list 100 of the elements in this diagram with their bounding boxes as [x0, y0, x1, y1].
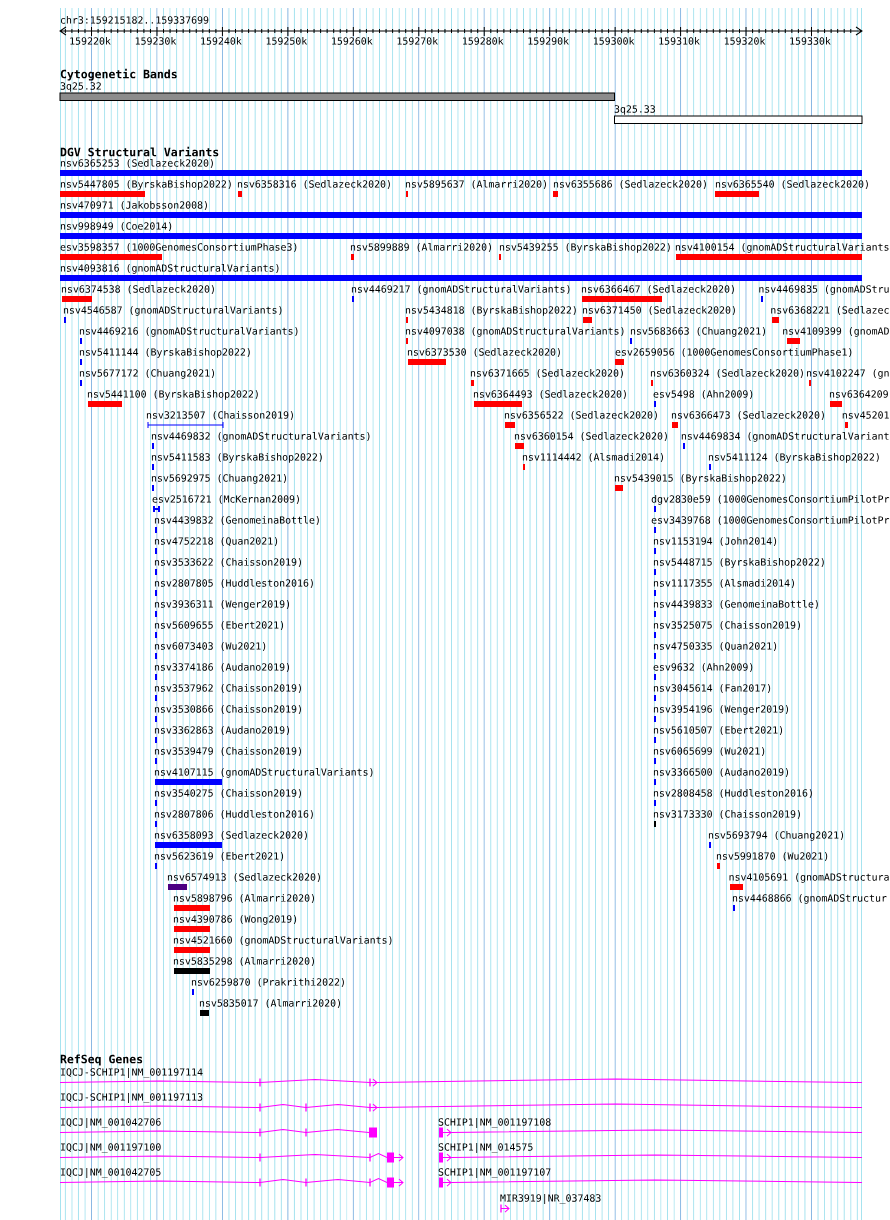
feature-label: nsv5835017 (Almarri2020): [199, 999, 340, 1008]
feature-label: nsv470971 (Jakobsson2008): [60, 201, 207, 210]
feature-label: dgv2830e59 (1000GenomesConsortiumPilotPr: [651, 495, 890, 505]
feature-label: nsv5898796 (Almarri2020): [173, 894, 314, 903]
tick-label: 159260k: [332, 37, 373, 45]
feature-label: nsv6360154 (Sedlazeck2020): [514, 432, 667, 441]
feature-label: nsv4107115 (gnomADStructuralVariants): [154, 768, 373, 778]
gene-label: SCHIP1|NM_001197107: [438, 1168, 551, 1178]
feature-label: nsv1114442 (Alsmadi2014): [522, 453, 663, 462]
feature-label: nsv5447805 (ByrskaBishop2022): [60, 180, 231, 190]
feature-label: nsv3173330 (Chaisson2019): [653, 810, 800, 819]
feature-label: nsv6358093 (Sedlazeck2020): [154, 831, 307, 840]
feature-label: nsv5677172 (Chuang2021): [79, 369, 214, 379]
feature-label: nsv5623619 (Ebert2021): [154, 852, 284, 861]
feature-label: nsv2808458 (Huddleston2016): [653, 789, 812, 798]
tick-label: 159310k: [659, 37, 700, 45]
band-label: 3q25.33: [614, 105, 655, 115]
gene-label: IQCJ|NM_001197100: [60, 1143, 161, 1153]
feature-label: nsv2807805 (Huddleston2016): [154, 579, 313, 588]
tick-label: 159290k: [528, 37, 569, 45]
feature-label: nsv1117355 (Alsmadi2014): [653, 579, 794, 588]
feature-label: nsv3954196 (Wenger2019): [653, 705, 788, 715]
feature-label: nsv4102247 (gn: [807, 369, 889, 379]
feature-label: nsv3525075 (Chaisson2019): [653, 621, 800, 630]
feature-label: nsv4468866 (gnomADStructur: [732, 894, 887, 904]
feature-label: nsv6371450 (Sedlazeck2020): [582, 306, 735, 315]
feature-label: nsv6373530 (Sedlazeck2020): [407, 348, 560, 357]
feature-label: nsv6574913 (Sedlazeck2020): [167, 873, 320, 882]
feature-label: nsv4105691 (gnomADStructura: [729, 873, 889, 883]
feature-label: nsv3533622 (Chaisson2019): [154, 558, 301, 567]
feature-label: nsv5439255 (ByrskaBishop2022): [499, 243, 670, 253]
gene-label: MIR3919|NR_037483: [500, 1194, 601, 1204]
feature-label: nsv6356522 (Sedlazeck2020): [504, 411, 657, 420]
tick-label: 159240k: [201, 37, 242, 45]
tick-label: 159230k: [135, 37, 177, 45]
feature-label: nsv4469216 (gnomADStructuralVariants): [79, 327, 298, 337]
feature-label: nsv4439832 (GenomeinaBottle): [154, 516, 319, 525]
gene-label: SCHIP1|NM_001197108: [438, 1118, 551, 1128]
tick-label: 159250k: [266, 37, 308, 45]
feature-label: nsv6355686 (Sedlazeck2020): [553, 180, 706, 189]
feature-label: nsv6364209: [829, 390, 888, 398]
feature-label: nsv2807806 (Huddleston2016): [154, 810, 313, 819]
gene-label: SCHIP1|NM_014575: [438, 1143, 533, 1153]
feature-label: nsv5991870 (Wu2021): [716, 852, 828, 861]
gene-label: IQCJ-SCHIP1|NM_001197113: [60, 1093, 203, 1103]
feature-label: nsv6073403 (Wu2021): [154, 642, 266, 651]
feature-label: nsv4752218 (Quan2021): [154, 537, 278, 546]
feature-label: nsv6365540 (Sedlazeck2020): [715, 180, 868, 189]
tick-label: 159270k: [397, 37, 438, 45]
feature-label: nsv6065699 (Wu2021): [653, 747, 765, 756]
feature-label: nsv3540275 (Chaisson2019): [154, 789, 301, 798]
feature-label: nsv3539479 (Chaisson2019): [154, 747, 301, 756]
feature-label: nsv4469835 (gnomADStru: [759, 285, 889, 295]
gene-label: IQCJ|NM_001042706: [60, 1118, 161, 1128]
gene-label: IQCJ-SCHIP1|NM_001197114: [60, 1068, 203, 1078]
feature-label: nsv5411144 (ByrskaBishop2022): [79, 348, 250, 358]
feature-label: nsv3374186 (Audano2019): [154, 663, 289, 672]
feature-label: nsv6368221 (Sedlazec: [771, 306, 889, 315]
feature-label: nsv4469834 (gnomADStructuralVariant: [681, 432, 889, 442]
feature-label: nsv3366500 (Audano2019): [653, 768, 788, 777]
feature-label: nsv6366467 (Sedlazeck2020): [581, 285, 734, 294]
feature-label: nsv5609655 (Ebert2021): [154, 621, 284, 630]
feature-label: nsv3045614 (Fan2017): [653, 684, 771, 693]
locus-label: chr3:159215182..159337699: [60, 16, 209, 24]
feature-label: nsv5441100 (ByrskaBishop2022): [87, 390, 258, 400]
track-title: RefSeq Genes: [60, 1054, 143, 1066]
feature-label: nsv3936311 (Wenger2019): [154, 600, 289, 610]
feature-label: nsv5835298 (Almarri2020): [173, 957, 314, 966]
tick-label: 159300k: [593, 37, 635, 45]
feature-label: esv2516721 (McKernan2009): [152, 495, 299, 504]
band-label: 3q25.32: [60, 82, 101, 92]
feature-label: nsv6364493 (Sedlazeck2020): [473, 390, 626, 399]
track-title: DGV Structural Variants: [60, 146, 219, 157]
feature-label: nsv45201: [842, 411, 889, 419]
feature-label: esv2659056 (1000GenomesConsortiumPhase1): [615, 348, 852, 357]
feature-label: nsv3537962 (Chaisson2019): [154, 684, 301, 693]
feature-label: nsv4390786 (Wong2019): [173, 915, 297, 925]
feature-label: nsv5899889 (Almarri2020): [350, 243, 491, 252]
feature-label: nsv5411124 (ByrskaBishop2022): [708, 453, 879, 463]
feature-label: nsv6371665 (Sedlazeck2020): [470, 369, 623, 378]
feature-label: nsv3362863 (Audano2019): [154, 726, 289, 735]
tick-label: 159280k: [463, 37, 504, 45]
feature-label: nsv4469832 (gnomADStructuralVariants): [151, 432, 370, 442]
feature-label: nsv3530866 (Chaisson2019): [154, 705, 301, 714]
feature-label: nsv5411583 (ByrskaBishop2022): [151, 453, 322, 463]
feature-label: nsv1153194 (John2014): [653, 537, 777, 546]
feature-label: nsv4750335 (Quan2021): [653, 642, 777, 651]
feature-label: nsv5434818 (ByrskaBishop2022): [405, 306, 576, 316]
feature-label: nsv5683663 (Chuang2021): [630, 327, 765, 337]
feature-label: nsv4093816 (gnomADStructuralVariants): [60, 264, 279, 274]
feature-label: nsv4546587 (gnomADStructuralVariants): [63, 306, 282, 316]
feature-label: nsv6358316 (Sedlazeck2020): [237, 180, 390, 189]
feature-label: nsv3213507 (Chaisson2019): [146, 411, 293, 420]
feature-label: nsv998949 (Coe2014): [60, 222, 172, 231]
feature-label: nsv4100154 (gnomADStructuralVariants: [675, 243, 889, 253]
feature-label: nsv5439015 (ByrskaBishop2022): [614, 474, 785, 484]
tick-label: 159330k: [790, 37, 831, 45]
feature-label: esv9632 (Ahn2009): [653, 663, 753, 672]
feature-label: nsv4469217 (gnomADStructuralVariants): [351, 285, 570, 295]
feature-label: esv3439768 (1000GenomesConsortiumPilotPr: [651, 516, 890, 525]
